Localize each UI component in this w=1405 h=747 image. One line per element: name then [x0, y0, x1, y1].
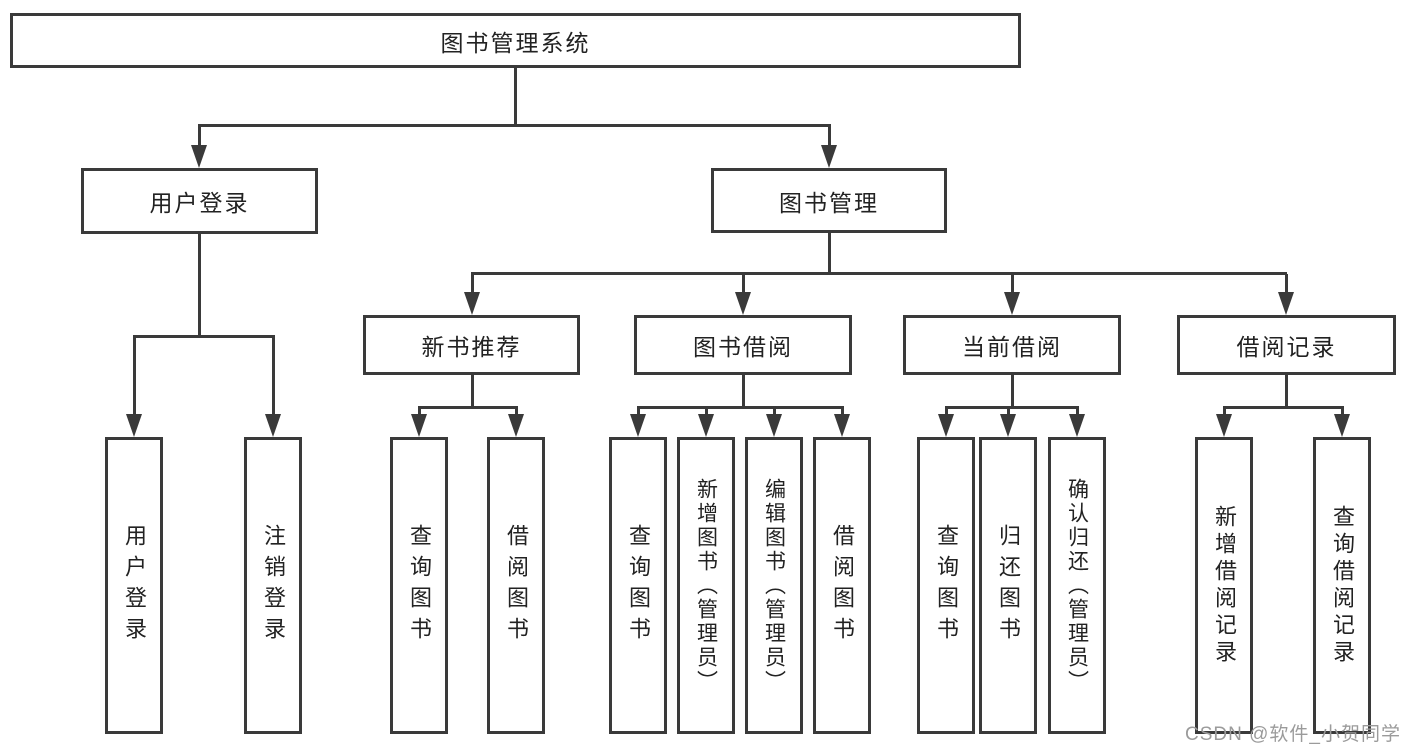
connector-drop-current-confirm [1076, 406, 1079, 417]
connector-book-borrowing-bar [637, 406, 844, 409]
node-book-borrowing: 图书借阅 [634, 315, 852, 375]
arrow-to-borrowing-edit [766, 414, 782, 437]
connector-user-login-bar [133, 335, 275, 338]
connector-drop-current-borrowing [1011, 274, 1014, 294]
connector-level2-bar [198, 124, 830, 127]
node-current-borrowing: 当前借阅 [903, 315, 1121, 375]
connector-new-book-stem [471, 374, 474, 408]
connector-drop-new-book [471, 274, 474, 294]
arrow-to-new-book [464, 292, 480, 315]
leaf-recommend-query-books: 查询图书 [390, 437, 448, 734]
arrow-to-book-management [821, 145, 837, 168]
leaf-borrowing-add-books-admin: 新增图书（管理员） [677, 437, 735, 734]
connector-root-stem [514, 68, 517, 126]
connector-book-borrowing-stem [742, 374, 745, 408]
connector-drop-recommend-borrow [515, 406, 518, 417]
arrow-to-borrowing-add [698, 414, 714, 437]
arrow-to-leaf-logout [265, 414, 281, 437]
connector-drop-user-login [198, 124, 201, 148]
connector-borrowing-records-bar [1223, 406, 1344, 409]
arrow-to-borrowing-records [1278, 292, 1294, 315]
connector-current-borrowing-bar [945, 406, 1079, 409]
arrow-to-current-query [938, 414, 954, 437]
leaf-records-add-borrow-record: 新增借阅记录 [1195, 437, 1253, 734]
arrow-to-user-login [191, 145, 207, 168]
leaf-records-query-borrow-record: 查询借阅记录 [1313, 437, 1371, 734]
arrow-to-recommend-borrow [508, 414, 524, 437]
leaf-borrowing-borrow-books: 借阅图书 [813, 437, 871, 734]
connector-user-login-stem [198, 234, 201, 337]
connector-borrowing-records-stem [1285, 374, 1288, 408]
node-borrowing-records: 借阅记录 [1177, 315, 1396, 375]
arrow-to-borrowing-query [630, 414, 646, 437]
connector-drop-borrowing-query [637, 406, 640, 417]
connector-drop-current-return [1007, 406, 1010, 417]
leaf-recommend-borrow-books: 借阅图书 [487, 437, 545, 734]
leaf-logout: 注销登录 [244, 437, 302, 734]
arrow-to-records-add [1216, 414, 1232, 437]
node-new-book-recommend: 新书推荐 [363, 315, 580, 375]
leaf-current-confirm-return-admin: 确认归还（管理员） [1048, 437, 1106, 734]
node-root-library-management-system: 图书管理系统 [10, 13, 1021, 68]
leaf-borrowing-edit-books-admin: 编辑图书（管理员） [745, 437, 803, 734]
arrow-to-borrowing-borrow [834, 414, 850, 437]
connector-drop-borrowing-edit [773, 406, 776, 417]
arrow-to-leaf-user-login [126, 414, 142, 437]
arrow-to-recommend-query [411, 414, 427, 437]
connector-drop-borrowing-records [1285, 274, 1288, 294]
connector-book-management-stem [828, 233, 831, 275]
arrow-to-current-return [1000, 414, 1016, 437]
arrow-to-current-confirm [1069, 414, 1085, 437]
leaf-current-query-books: 查询图书 [917, 437, 975, 734]
node-user-login-group: 用户登录 [81, 168, 318, 234]
connector-level3-bar [471, 272, 1287, 275]
connector-drop-records-query [1341, 406, 1344, 417]
arrow-to-records-query [1334, 414, 1350, 437]
connector-drop-records-add [1223, 406, 1226, 417]
connector-drop-recommend-query [418, 406, 421, 417]
connector-drop-leaf-user-login [133, 335, 136, 416]
arrow-to-current-borrowing [1004, 292, 1020, 315]
connector-drop-borrowing-borrow [841, 406, 844, 417]
leaf-borrowing-query-books: 查询图书 [609, 437, 667, 734]
node-book-management: 图书管理 [711, 168, 947, 233]
connector-drop-leaf-logout [272, 335, 275, 416]
leaf-current-return-books: 归还图书 [979, 437, 1037, 734]
leaf-user-login: 用户登录 [105, 437, 163, 734]
connector-drop-current-query [945, 406, 948, 417]
csdn-watermark: CSDN @软件_小贺同学 [1185, 724, 1401, 745]
connector-drop-book-borrowing [742, 274, 745, 294]
connector-current-borrowing-stem [1011, 374, 1014, 408]
connector-new-book-bar [418, 406, 518, 409]
connector-drop-borrowing-add [705, 406, 708, 417]
connector-drop-book-management [828, 124, 831, 148]
arrow-to-book-borrowing [735, 292, 751, 315]
